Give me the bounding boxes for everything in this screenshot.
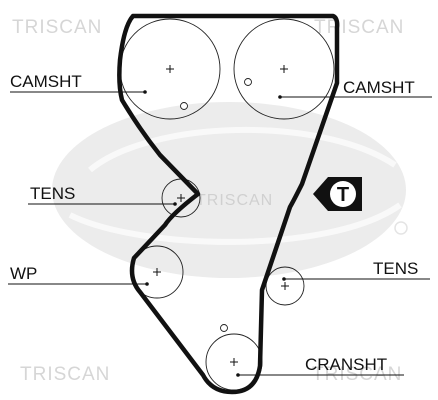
label-tensioner-left: TENS	[30, 184, 75, 203]
tensioner-right-pulley	[265, 266, 305, 306]
label-camshaft-right: CAMSHT	[343, 78, 415, 97]
tensioner-badge-letter: T	[337, 184, 349, 206]
label-camshaft-left: CAMSHT	[10, 72, 82, 91]
crankshaft-timing-mark	[220, 324, 228, 332]
camshaft-right-pulley	[233, 18, 335, 120]
center-crosses	[153, 65, 289, 366]
camshaft-right-timing-mark	[244, 78, 252, 86]
label-leaders	[8, 90, 432, 377]
watermark-bottom-left: TRISCAN	[20, 364, 110, 385]
camshaft-left-timing-mark	[180, 102, 188, 110]
label-crankshaft: CRANSHT	[305, 355, 387, 374]
label-tensioner-right: TENS	[373, 259, 418, 278]
tensioner-badge: T	[313, 177, 362, 211]
watermark-top-right: TRISCAN	[314, 17, 404, 38]
watermark-middle: TRISCAN	[196, 192, 273, 209]
timing-belt	[117, 13, 340, 395]
watermark-top-left: TRISCAN	[12, 17, 102, 38]
label-water-pump: WP	[10, 264, 37, 283]
